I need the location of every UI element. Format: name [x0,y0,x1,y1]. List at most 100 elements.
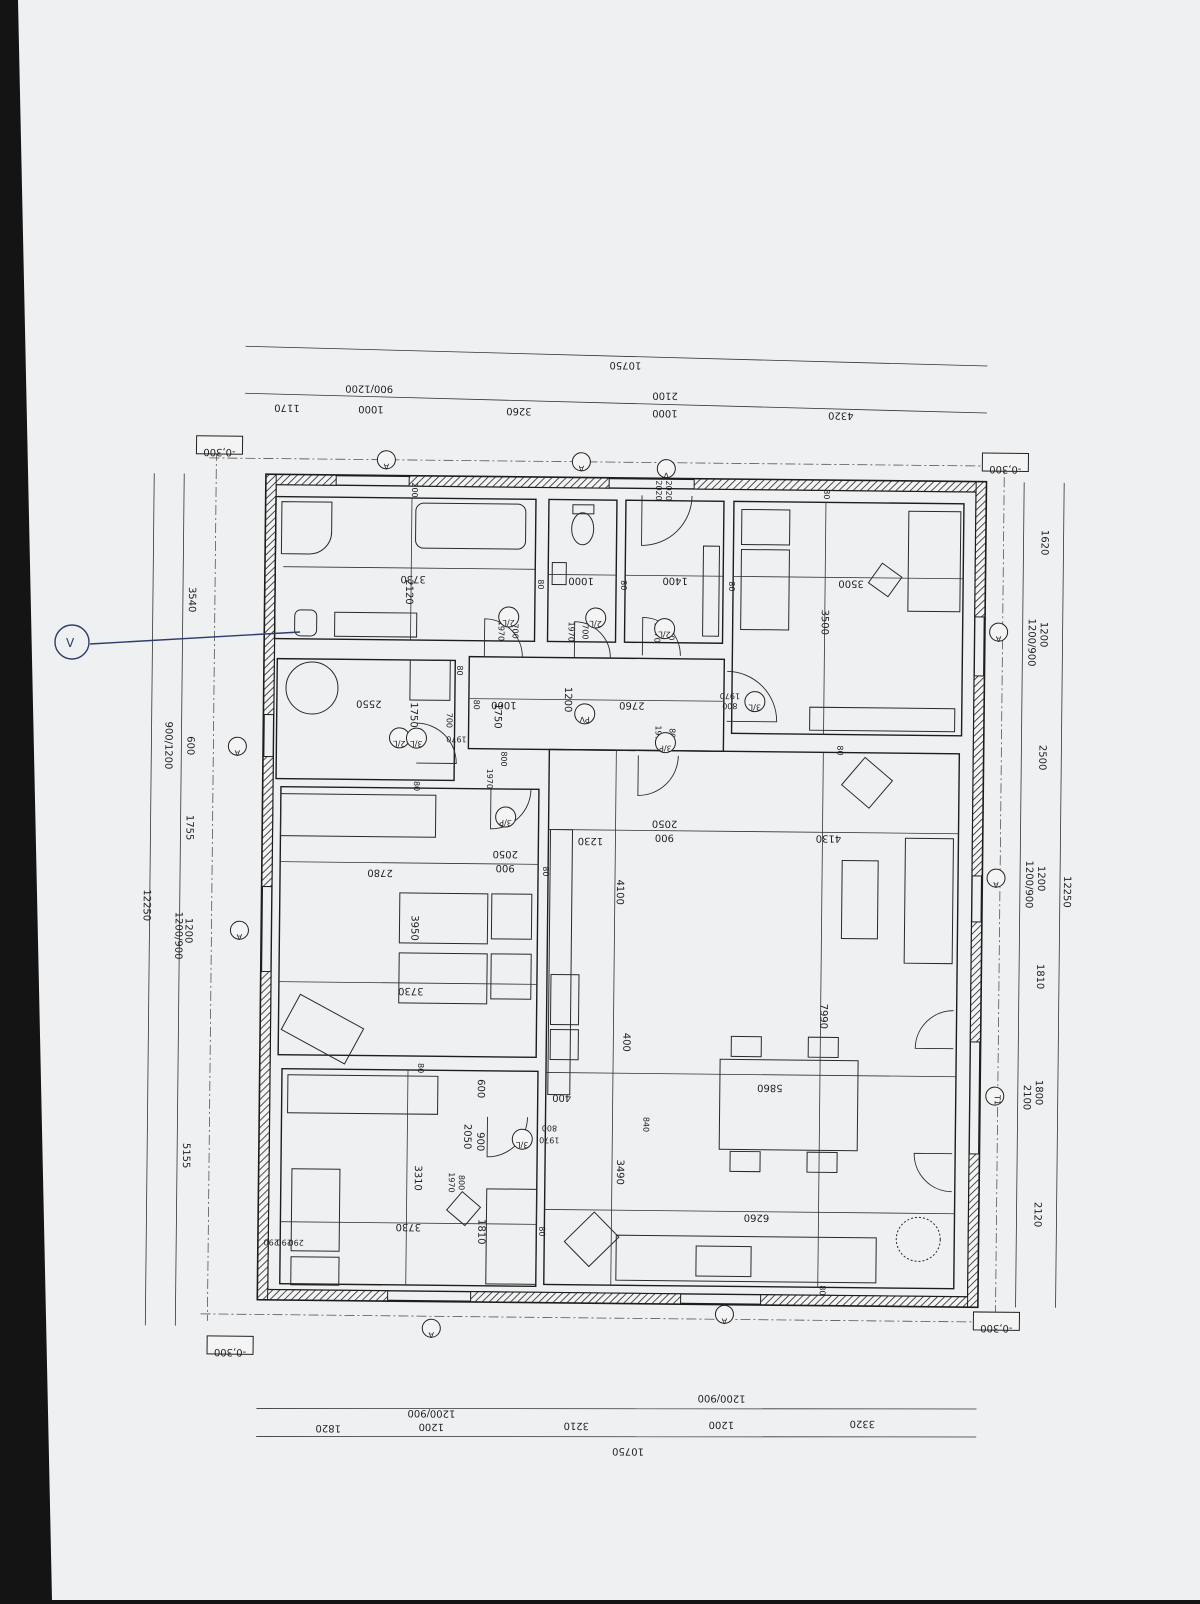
door-size-9: 800 [499,751,508,766]
nightstand-mid-1 [490,893,533,940]
bottom-seg-1: 1820 [315,1422,341,1433]
room-dim-33: 3490 [614,1159,625,1185]
oven [549,1028,579,1061]
top-seg-4: 1000 [652,407,678,418]
bed-right [740,548,790,631]
plant [895,1216,941,1262]
window-tag-v: V [663,471,669,480]
room-dim-9: 1000 [491,699,517,710]
dining-table [718,1058,859,1152]
door-size-12: 1970 [720,691,740,700]
door-tag-5: 3/P [499,818,512,827]
room-dim-10: 1750 [492,703,503,729]
door-size-19: 840 [641,1117,650,1132]
double-washbasin [334,611,418,638]
bottom-seg-3: 3210 [564,1420,590,1431]
wardrobe-mid [279,793,437,838]
wall-thickness-7: 80 [412,781,421,791]
top-opening-dim-1: 900/1200 [345,382,393,394]
wardrobe-bottom [287,1074,439,1115]
room-dim-29: 900 [474,1132,485,1151]
bottom-seg-5: 3320 [850,1418,876,1429]
shower-tray [280,501,333,555]
room-dim-26: 5860 [757,1082,783,1093]
room-dim-12: 2760 [619,699,645,710]
door-tag-5-circle [495,806,517,828]
door-size-21: 2020 [664,480,673,500]
bottom-opening-dim-2: 1200/900 [698,1392,746,1404]
bottom-seg-4: 1200 [709,1419,735,1430]
room-dim-19: 2050 [652,818,678,829]
wall-thickness-2: 80 [536,579,545,589]
room-dim-25: 7990 [817,1004,828,1030]
door-tag-6-circle [654,732,676,754]
wall-thickness-12: 80 [537,1226,546,1236]
wc-washbasin [551,561,567,586]
door-size-16: 1970 [539,1135,559,1144]
door-tag-1: 2/L [502,618,515,627]
chair-bottom [445,1190,482,1227]
wall-thickness-14: 290 [264,1237,279,1246]
room-dim-27: 600 [475,1079,486,1098]
left-seg-3: 1755 [183,815,194,841]
axis-marker-2-circle [571,452,591,472]
door-tag-8: 3/L [516,1140,529,1149]
axis-marker-4: A [236,932,242,941]
wall-thickness-9: 80 [835,745,844,755]
right-seg-3: 2500 [1036,745,1047,771]
desk-bottom [485,1188,538,1285]
wall-thickness-5: 80 [822,489,831,499]
door-size-8: 1970 [446,734,466,743]
right-seg-1: 1620 [1038,530,1049,556]
door-size-7: 700 [445,713,454,728]
axis-marker-8-circle [986,868,1006,888]
room-dim-8: 1750 [408,702,419,728]
door-size-11: 800 [722,701,737,710]
wall-thickness-1: 200 [410,482,419,497]
wall-thickness-3: 80 [619,580,628,590]
axis-marker-3-circle [227,736,247,756]
door-size-18: 1970 [447,1172,456,1192]
door-tag-9-circle [405,727,427,749]
room-dim-4: 1400 [662,575,688,586]
wardrobe-entry [702,545,721,637]
door-tag-2: 2/L [393,739,406,748]
washing-machine [285,661,339,715]
dining-chair-2 [807,1036,839,1059]
level-bottom-left: -0,300 [214,1346,246,1357]
utility-counter [409,659,451,701]
axis-marker-7-circle [989,622,1009,642]
room-dim-7: 2550 [356,697,382,708]
room-dim-6: 3500 [819,610,830,636]
right-seg-7: 2120 [1031,1202,1042,1228]
room-dim-31: 3730 [396,1221,422,1232]
wall-thickness-15: 290 [277,1238,292,1247]
wall-thickness-10: 80 [541,866,550,876]
wall-thickness-13: 80 [818,1285,827,1295]
axis-marker-1-circle [376,450,396,470]
door-tag-7-circle [744,691,766,713]
room-dim-21: 4130 [816,832,842,843]
right-seg-2: 1200 [1037,622,1048,648]
coffee-table [840,860,879,940]
dining-chair-4 [806,1151,838,1174]
level-bottom-right-box [972,1311,1021,1331]
room-dim-23: 400 [620,1033,631,1052]
door-tag-3-circle [585,607,607,629]
room-dim-18: 1230 [578,835,604,846]
window-tag-t1-circle [985,1086,1005,1106]
bathtub [415,502,527,550]
door-tag-10-circle [574,703,596,725]
room-dim-16: 3950 [408,915,419,941]
plan-group: 10750900/1200210011701000326010004320107… [141,345,1072,1456]
window-tag-t1: T1 [993,1094,1002,1105]
top-total-dim: 10750 [609,359,641,370]
nightstand-bottom [290,1256,340,1286]
door-tag-7: 3/L [748,703,761,712]
nightstand-mid-2 [490,953,532,1000]
left-seg-2: 600 [184,736,195,755]
right-opening-dim-1: 1200/900 [1025,618,1037,666]
axis-marker-8: A [993,880,999,889]
